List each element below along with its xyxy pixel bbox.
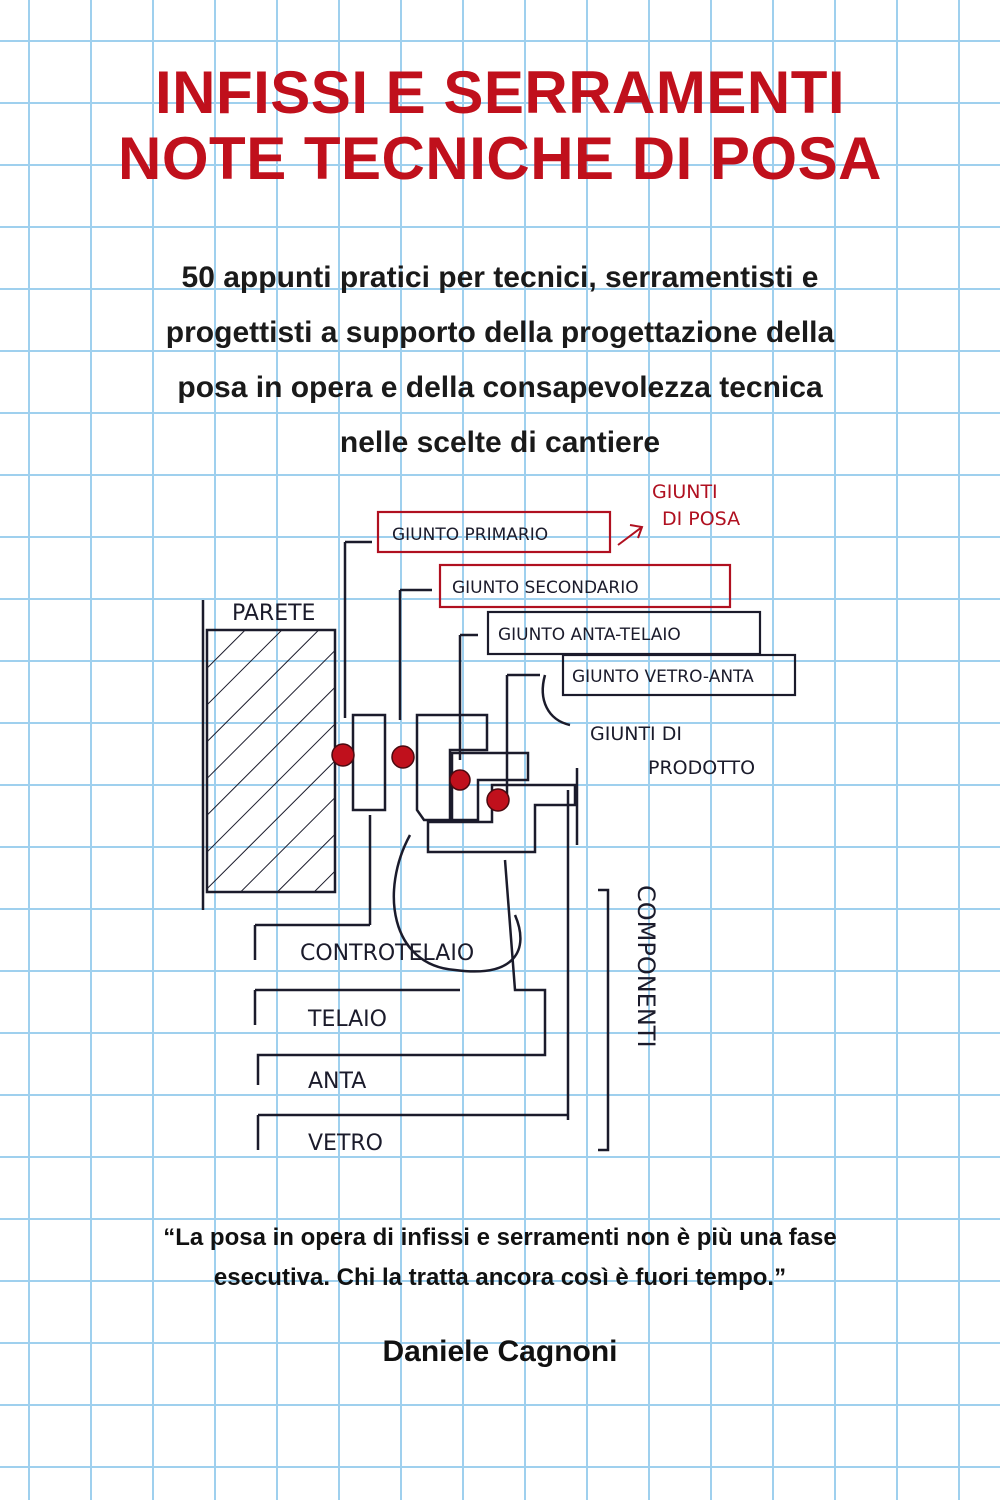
subtitle-line: 50 appunti pratici per tecnici, serramen… — [181, 261, 819, 294]
quote-line: “La posa in opera di infissi e serrament… — [163, 1224, 837, 1251]
joint-markers — [331, 743, 510, 812]
posa-joints-note-line-1: GIUNTI — [652, 481, 718, 503]
window-profile-drawing — [253, 540, 610, 1152]
title-line-1: INFISSI E SERRAMENTI — [154, 59, 846, 126]
subtitle: 50 appunti pratici per tecnici, serramen… — [40, 250, 960, 470]
sash-frame-joint-label: GIUNTO ANTA-TELAIO — [498, 625, 681, 645]
arrow-icon — [617, 524, 644, 546]
title-line-2: NOTE TECNICHE DI POSA — [118, 125, 882, 192]
secondary-joint-label: GIUNTO SECONDARIO — [452, 578, 639, 598]
frame-label: TELAIO — [307, 1007, 387, 1032]
sash-frame-joint-marker — [449, 769, 471, 791]
product-joints-note-line-1: GIUNTI DI — [590, 723, 682, 745]
wall-label: PARETE — [232, 601, 315, 626]
product-joints-note-line-2: PRODOTTO — [648, 757, 755, 779]
glass-sash-joint-label: GIUNTO VETRO-ANTA — [572, 667, 754, 687]
primary-joint-label: GIUNTO PRIMARIO — [392, 525, 548, 545]
wall: PARETE — [201, 600, 337, 910]
primary-joint-marker — [331, 743, 355, 767]
quote-line: esecutiva. Chi la tratta ancora così è f… — [213, 1264, 787, 1291]
label-boxes — [376, 510, 797, 697]
joint-diagram-sketch: PARETE — [201, 481, 797, 1156]
sash-label: ANTA — [308, 1069, 366, 1094]
author-name: Daniele Cagnoni — [382, 1335, 618, 1368]
subtitle-line: nelle scelte di cantiere — [339, 426, 661, 459]
glass-sash-joint-marker — [486, 788, 510, 812]
subframe-label: CONTROTELAIO — [300, 941, 474, 966]
components-vertical-label: COMPONENTI — [632, 885, 660, 1048]
glass-label: VETRO — [308, 1131, 383, 1156]
posa-joints-note-line-2: DI POSA — [662, 508, 740, 530]
subtitle-line: progettisti a supporto della progettazio… — [165, 316, 835, 349]
secondary-joint-marker — [391, 745, 415, 769]
quote: “La posa in opera di infissi e serrament… — [40, 1218, 960, 1298]
subtitle-line: posa in opera e della consapevolezza tec… — [177, 371, 823, 404]
